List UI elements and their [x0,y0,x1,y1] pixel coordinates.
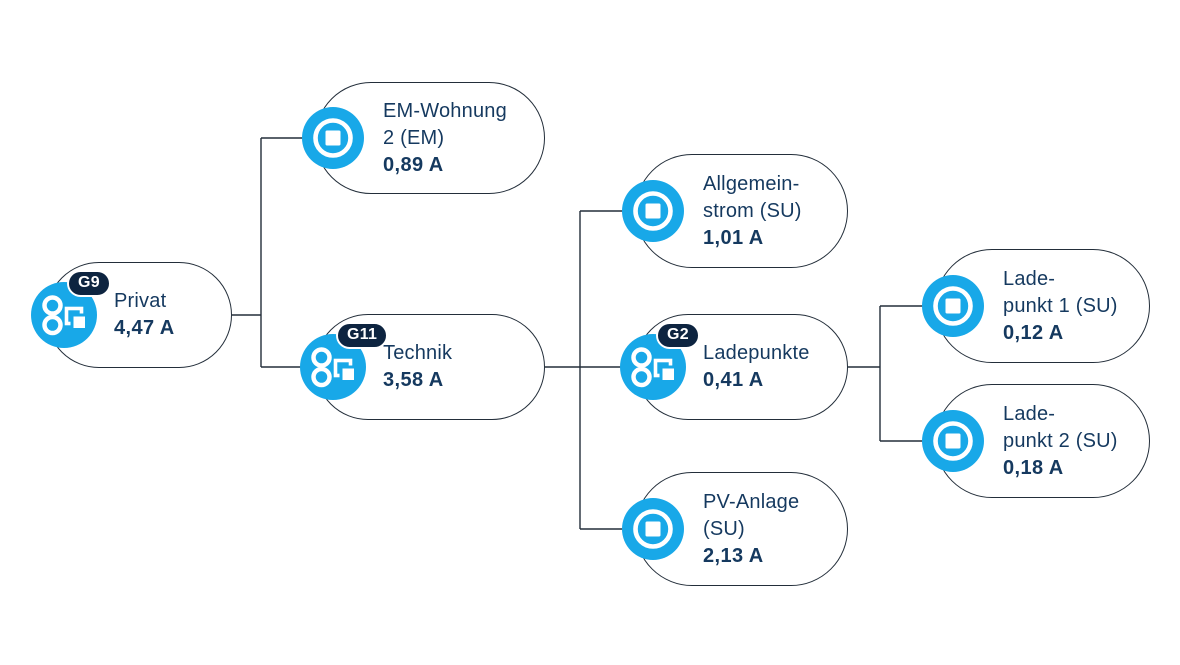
group-badge: G9 [67,270,111,297]
node-text: Lade-punkt 2 (SU) 0,18 A [1003,384,1118,498]
node-pv-anlage[interactable]: PV-Anlage (SU) 2,13 A [620,472,848,586]
node-name: (SU) [703,517,745,540]
node-name: Lade- [1003,267,1056,290]
node-value: 1,01 A [703,226,764,249]
node-text: Ladepunkte 0,41 A [703,314,810,420]
group-meter-icon [31,282,97,348]
meter-icon [622,498,684,560]
node-ladepunkt-2[interactable]: Lade-punkt 2 (SU) 0,18 A [920,384,1150,498]
node-name: punkt 2 (SU) [1003,429,1118,452]
node-em-wohnung-2[interactable]: EM-Wohnung 2 (EM) 0,89 A [300,82,545,194]
node-text: Privat 4,47 A [114,262,175,368]
node-name: Technik [383,342,453,364]
node-ladepunkt-1[interactable]: Lade-punkt 1 (SU) 0,12 A [920,249,1150,363]
group-badge: G11 [336,322,389,349]
node-value: 2,13 A [703,544,764,567]
node-name: EM-Wohnung [383,99,507,122]
meter-icon [922,275,984,337]
node-value: 0,12 A [1003,321,1064,344]
meter-icon [922,410,984,472]
node-name: 2 (EM) [383,126,445,149]
group-meter-icon [620,334,686,400]
node-text: PV-Anlage (SU) 2,13 A [703,472,799,586]
node-text: Technik 3,58 A [383,314,452,420]
node-name: punkt 1 (SU) [1003,294,1118,317]
node-name: Allgemein- [703,172,800,195]
node-text: Allgemein-strom (SU) 1,01 A [703,154,802,268]
meter-icon [622,180,684,242]
node-value: 3,58 A [383,369,444,391]
node-value: 4,47 A [114,317,175,339]
node-text: EM-Wohnung 2 (EM) 0,89 A [383,82,507,194]
node-value: 0,41 A [703,369,764,391]
node-value: 0,18 A [1003,456,1064,479]
group-badge: G2 [656,322,700,349]
group-meter-icon [300,334,366,400]
node-name: Privat [114,290,167,312]
node-name: strom (SU) [703,199,802,222]
node-name: Lade- [1003,402,1056,425]
node-allgemeinstrom[interactable]: Allgemein-strom (SU) 1,01 A [620,154,848,268]
meter-icon [302,107,364,169]
node-value: 0,89 A [383,153,444,176]
node-text: Lade-punkt 1 (SU) 0,12 A [1003,249,1118,363]
node-name: Ladepunkte [703,342,810,364]
node-name: PV-Anlage [703,490,800,513]
